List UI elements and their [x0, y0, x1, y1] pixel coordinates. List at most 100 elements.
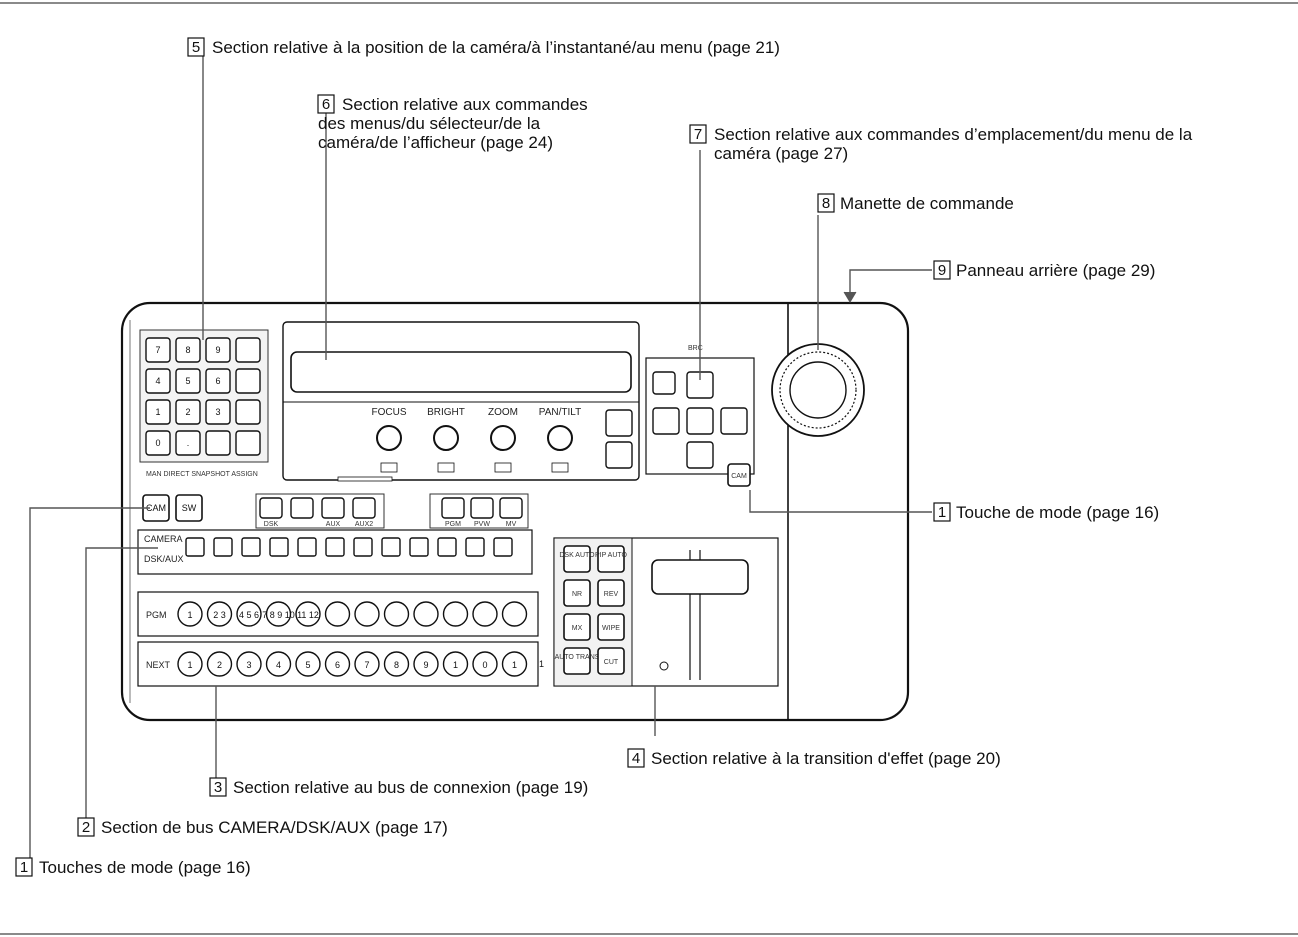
next-bus-key[interactable] — [236, 651, 262, 677]
enter-button[interactable] — [605, 441, 633, 469]
sw-key[interactable] — [175, 494, 203, 522]
next-bus-key[interactable] — [501, 651, 528, 677]
sub-key[interactable] — [499, 497, 523, 519]
sub-key[interactable] — [441, 497, 465, 519]
camera-bus-key[interactable] — [269, 537, 289, 557]
keypad-key[interactable] — [205, 399, 231, 425]
keypad-key[interactable] — [205, 368, 231, 394]
function-key[interactable] — [437, 462, 455, 473]
function-key[interactable] — [380, 462, 398, 473]
sw-key-label: SW — [182, 503, 197, 513]
keypad-key[interactable] — [175, 430, 201, 456]
sub-key[interactable] — [352, 497, 376, 519]
pgm-bus-key[interactable] — [383, 601, 410, 627]
keypad-key[interactable] — [145, 399, 171, 425]
left-button[interactable] — [652, 407, 680, 435]
keypad-key[interactable] — [175, 368, 201, 394]
keypad-key[interactable] — [235, 430, 261, 456]
keypad-key[interactable] — [145, 430, 171, 456]
exit-button[interactable] — [605, 409, 633, 437]
camera-bus-key[interactable] — [409, 537, 429, 557]
sub-key[interactable] — [290, 497, 314, 519]
cancel-button[interactable] — [652, 371, 676, 395]
pgm-bus-key[interactable] — [472, 601, 498, 627]
keypad-key-label: 5 — [185, 376, 190, 386]
pgm-bus-key-label: 7 8 9 10 — [262, 610, 295, 620]
keypad-key[interactable] — [235, 368, 261, 394]
transition-key-label: REV — [604, 591, 619, 598]
camera-bus-key[interactable] — [297, 537, 317, 557]
keypad-key[interactable] — [205, 430, 231, 456]
pgm-bus-key[interactable] — [413, 601, 439, 627]
keypad-key-label: 7 — [155, 345, 160, 355]
camera-bus-key[interactable] — [241, 537, 261, 557]
next-bus-key[interactable] — [472, 651, 498, 677]
camera-bus-key[interactable] — [325, 537, 345, 557]
center-button[interactable] — [686, 407, 714, 435]
knob-label: FOCUS — [372, 407, 407, 418]
transition-key-label: PIP AUTO — [595, 552, 628, 559]
pgm-bus-key[interactable] — [265, 601, 292, 627]
keypad-key[interactable] — [145, 368, 171, 394]
transition-key[interactable] — [597, 647, 625, 675]
transition-key[interactable] — [597, 613, 625, 641]
next-bus-key[interactable] — [177, 651, 203, 677]
camera-bus-key[interactable] — [213, 537, 233, 557]
function-key[interactable] — [551, 462, 569, 473]
knob[interactable] — [490, 425, 516, 451]
next-bus-key[interactable] — [324, 651, 351, 677]
next-bus-key[interactable] — [413, 651, 439, 677]
camera-bus-key[interactable] — [353, 537, 373, 557]
callout-5: 5 Section relative à la position de la c… — [187, 37, 780, 57]
sub-key[interactable] — [470, 497, 494, 519]
next-bus-key[interactable] — [354, 651, 380, 677]
transition-key[interactable] — [563, 613, 591, 641]
transition-key-label: MX — [572, 625, 583, 632]
transition-key[interactable] — [563, 579, 591, 607]
sub-key[interactable] — [321, 497, 345, 519]
sub-key[interactable] — [259, 497, 283, 519]
camera-bus-key[interactable] — [437, 537, 457, 557]
right-button[interactable] — [720, 407, 748, 435]
function-key[interactable] — [494, 462, 512, 473]
knob[interactable] — [433, 425, 459, 451]
camera-bus-key[interactable] — [465, 537, 485, 557]
transition-key[interactable] — [597, 579, 625, 607]
next-bus-key[interactable] — [442, 651, 469, 677]
knob[interactable] — [376, 425, 402, 451]
down-button[interactable] — [686, 441, 714, 469]
pgm-bus-key[interactable] — [295, 601, 321, 627]
keypad-key-label: 2 — [185, 407, 190, 417]
pgm-bus-key[interactable] — [354, 601, 380, 627]
cam-mode-key[interactable] — [727, 463, 751, 487]
transition-key[interactable] — [563, 647, 591, 675]
keypad-key[interactable] — [175, 337, 201, 363]
keypad-key[interactable] — [175, 399, 201, 425]
next-bus-key[interactable] — [265, 651, 292, 677]
fader-lever[interactable] — [651, 550, 749, 680]
camera-bus-key[interactable] — [185, 537, 205, 557]
next-bus-key[interactable] — [295, 651, 321, 677]
svg-text:5: 5 — [192, 39, 200, 56]
next-bus-key[interactable] — [206, 651, 233, 677]
next-bus-key[interactable] — [383, 651, 410, 677]
keypad-key[interactable] — [235, 337, 261, 363]
transition-key[interactable] — [563, 545, 591, 573]
pgm-bus-key[interactable] — [177, 601, 203, 627]
pgm-bus-key[interactable] — [501, 601, 528, 627]
lcd-display — [290, 351, 632, 393]
pgm-bus-key[interactable] — [324, 601, 351, 627]
keypad-key[interactable] — [145, 337, 171, 363]
keypad-key[interactable] — [205, 337, 231, 363]
keypad-key[interactable] — [235, 399, 261, 425]
pgm-bus-key[interactable] — [236, 601, 262, 627]
camera-bus-key[interactable] — [493, 537, 513, 557]
knob[interactable] — [547, 425, 573, 451]
transition-key[interactable] — [597, 545, 625, 573]
joystick[interactable] — [771, 343, 865, 437]
callout-6: 6 Section relative aux commandes des men… — [317, 94, 588, 152]
pgm-bus-key[interactable] — [442, 601, 469, 627]
camera-bus-key[interactable] — [381, 537, 401, 557]
pgm-bus-key[interactable] — [206, 601, 233, 627]
